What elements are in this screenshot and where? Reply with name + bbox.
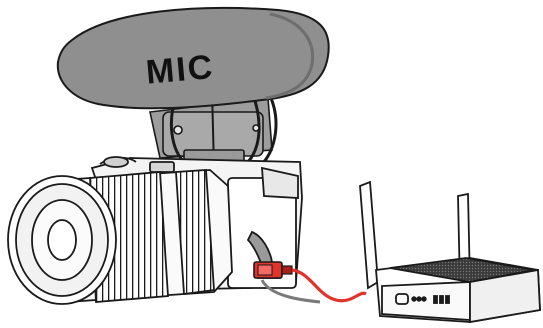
- receiver-device: [360, 182, 540, 322]
- shotgun-microphone: MIC: [58, 8, 329, 108]
- mic-label: MIC: [144, 48, 215, 92]
- camera-lens: [8, 170, 232, 304]
- red-cable: [292, 270, 366, 301]
